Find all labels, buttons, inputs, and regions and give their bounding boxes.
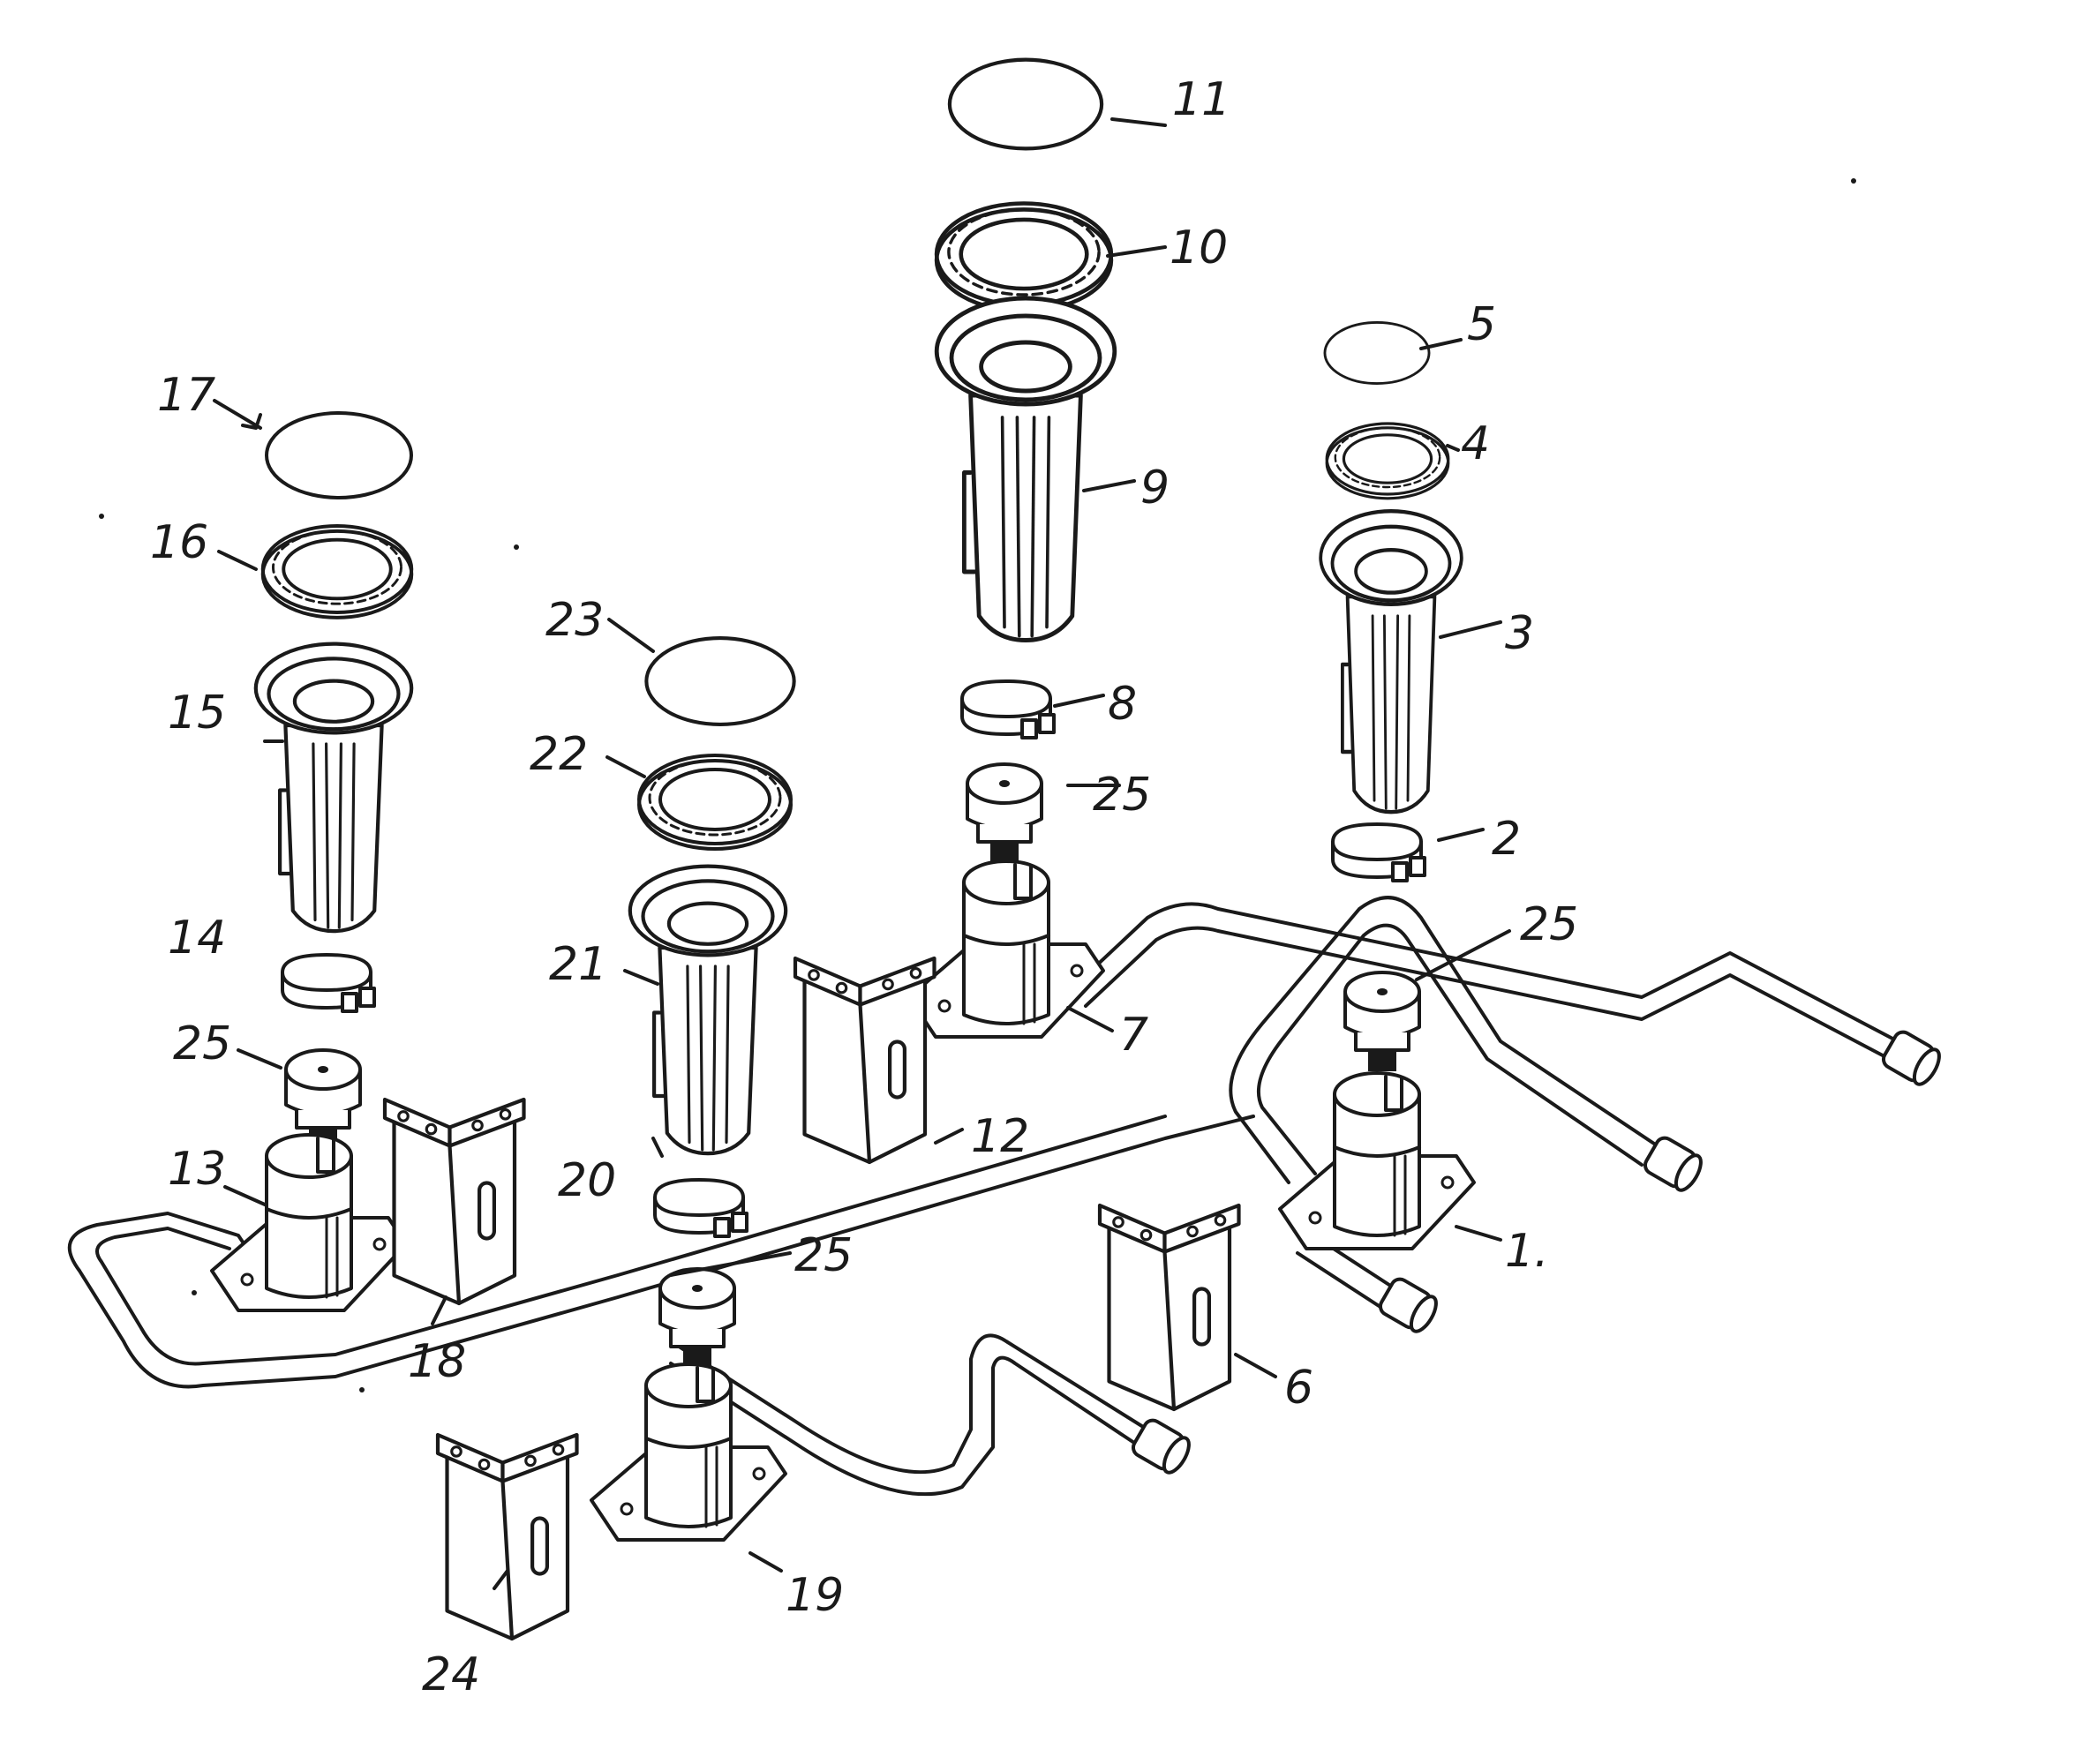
part-14-clip (281, 953, 376, 1013)
gas-pipe-manifold (67, 896, 1941, 1497)
label-part-13: 13 (168, 1143, 226, 1196)
label-part-3: 3 (1505, 607, 1534, 660)
label-part-25-left: 25 (173, 1017, 231, 1070)
part-4-flame-spreader (1325, 422, 1450, 500)
part-13-burner-base (210, 1133, 408, 1312)
part-25-nozzle-center (966, 762, 1043, 865)
label-part-8: 8 (1108, 678, 1137, 731)
label-part-20: 20 (558, 1154, 616, 1207)
label-part-6: 6 (1284, 1362, 1313, 1415)
part-19-burner-base (590, 1362, 787, 1542)
part-3-burner-body (1320, 511, 1462, 812)
label-part-25-right: 25 (1520, 898, 1578, 951)
part-22-flame-spreader (637, 754, 793, 851)
part-23-cap (646, 638, 794, 724)
label-part-21: 21 (549, 938, 607, 991)
part-6-bracket (1100, 1205, 1239, 1409)
part-11-cap (950, 60, 1102, 149)
label-part-19: 19 (786, 1569, 844, 1622)
label-part-25-front: 25 (794, 1229, 853, 1282)
part-labels: 11 10 5 4 9 3 8 25 2 25 7 12 1. 6 25 19 … (150, 73, 1578, 1701)
part-24-bracket (438, 1435, 577, 1639)
label-part-22: 22 (530, 728, 588, 781)
scan-specks (99, 178, 1856, 1392)
label-part-5: 5 (1467, 298, 1496, 351)
part-18-bracket (385, 1100, 524, 1303)
part-25-nozzle-front (658, 1267, 736, 1370)
label-part-7: 7 (1119, 1009, 1148, 1062)
part-5-cap (1323, 321, 1431, 385)
label-part-15: 15 (168, 687, 226, 739)
part-21-burner-body (630, 867, 786, 1154)
label-part-24: 24 (422, 1648, 480, 1701)
part-8-clip (960, 679, 1056, 739)
part-9-burner-body (936, 298, 1115, 641)
leader-lines (213, 117, 1511, 1590)
label-part-17: 17 (157, 369, 215, 422)
label-part-16: 16 (150, 516, 208, 569)
label-part-4: 4 (1461, 417, 1490, 470)
part-20-clip (653, 1178, 748, 1238)
part-17-cap (265, 411, 413, 499)
part-25-nozzle-right (1343, 971, 1421, 1073)
label-part-14: 14 (168, 912, 226, 965)
label-part-9: 9 (1140, 462, 1170, 514)
label-part-25-center: 25 (1093, 769, 1151, 822)
part-1-burner-base (1278, 1071, 1476, 1250)
part-16-flame-spreader (260, 524, 414, 619)
label-part-10: 10 (1170, 221, 1228, 274)
label-part-12: 12 (971, 1110, 1029, 1163)
label-part-1: 1. (1505, 1225, 1549, 1278)
part-2-clip (1331, 822, 1426, 882)
label-part-11: 11 (1172, 73, 1230, 126)
part-15-burner-body (256, 644, 411, 932)
label-part-2: 2 (1492, 813, 1521, 866)
part-10-flame-spreader (936, 204, 1111, 312)
part-12-bracket (795, 958, 935, 1162)
label-part-18: 18 (408, 1335, 466, 1388)
label-part-23: 23 (545, 594, 604, 647)
